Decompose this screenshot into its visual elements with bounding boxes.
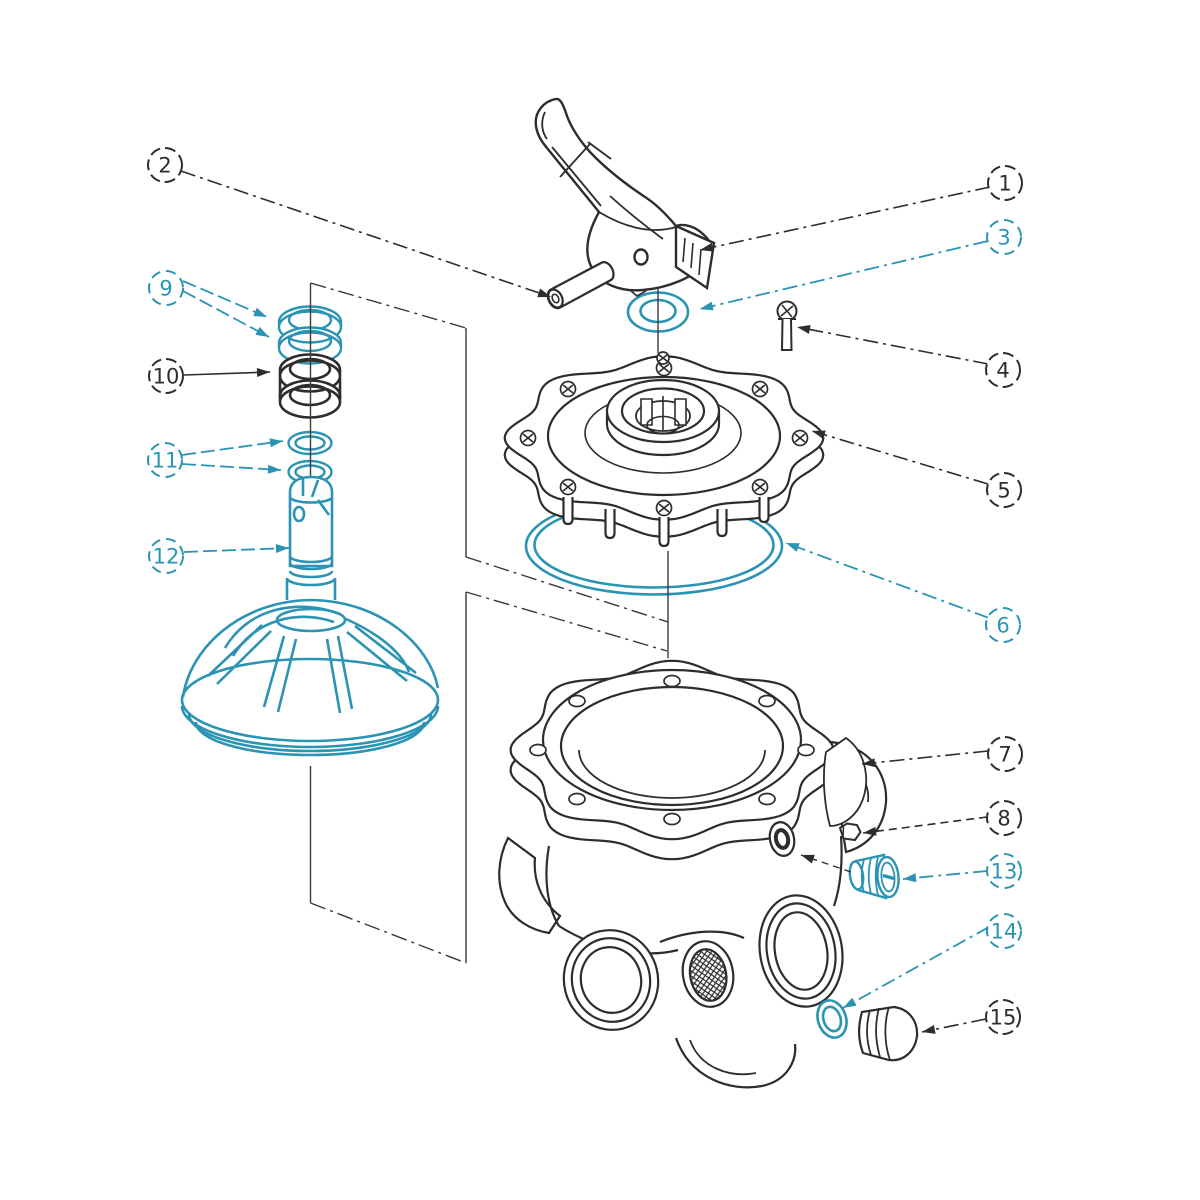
leader-6-arrowhead [786, 543, 800, 552]
leader-3-arrowhead [700, 301, 714, 311]
leader-9b-arrowhead [255, 326, 269, 337]
leader-3 [699, 240, 989, 310]
axis-jog-to-lid [465, 556, 669, 623]
leader-9a [182, 280, 268, 318]
leader-7 [861, 750, 989, 765]
axis-jog-top [310, 282, 467, 329]
leader-11a-arrowhead [269, 438, 283, 448]
callout-15: 15 [985, 999, 1021, 1035]
axis-jog-bottom [310, 902, 467, 964]
svg-text:6: 6 [996, 614, 1009, 638]
callout-1: 1 [987, 165, 1023, 201]
svg-text:2: 2 [158, 154, 171, 178]
part-rotor [180, 475, 440, 757]
leader-2 [180, 170, 552, 298]
part-nut [838, 822, 862, 842]
leader-8-arrowhead [863, 826, 877, 836]
leader-9a-arrowhead [253, 307, 267, 317]
leader-14 [842, 926, 990, 1009]
callout-13: 13 [986, 853, 1022, 889]
callouts: 1 2 3 4 5 6 7 8 9 10 11 12 13 14 15 [147, 147, 1023, 1035]
leader-15-arrowhead [922, 1025, 936, 1034]
svg-text:7: 7 [998, 743, 1011, 767]
lid-screws [519, 351, 809, 517]
leader-11a [181, 440, 284, 456]
body-screw-holes [529, 674, 815, 826]
leader-5 [811, 430, 989, 485]
svg-text:1: 1 [998, 172, 1011, 196]
part-handle [534, 97, 716, 297]
leader-6 [785, 542, 990, 619]
svg-text:12: 12 [153, 545, 180, 569]
part-drain-plug [848, 853, 900, 900]
part-plug-gasket [816, 999, 848, 1039]
drain-plug-insert-line [800, 854, 852, 873]
leader-11b [181, 463, 282, 471]
callout-6: 6 [985, 607, 1021, 643]
callout-9: 9 [148, 270, 184, 306]
leader-1 [699, 186, 991, 251]
leader-11b-arrowhead [267, 464, 281, 474]
leader-9b [182, 290, 270, 338]
svg-text:5: 5 [997, 479, 1010, 503]
callout-14: 14 [986, 913, 1022, 949]
part-lid-screw [776, 300, 798, 351]
part-pivot-pin [546, 261, 615, 310]
drain-plug-insert-line-arrowhead [801, 854, 815, 864]
callout-11: 11 [147, 442, 183, 478]
svg-text:14: 14 [991, 920, 1018, 944]
leader-13-arrowhead [903, 873, 917, 883]
callout-5: 5 [986, 472, 1022, 508]
svg-text:9: 9 [159, 277, 172, 301]
svg-text:10: 10 [153, 365, 180, 389]
svg-text:8: 8 [997, 807, 1010, 831]
svg-text:15: 15 [990, 1006, 1017, 1030]
svg-text:13: 13 [991, 860, 1018, 884]
callout-8: 8 [986, 800, 1022, 836]
part-lid [503, 351, 825, 548]
callout-7: 7 [987, 736, 1023, 772]
part-lip-seals [277, 305, 343, 365]
leader-4-arrowhead [797, 325, 811, 334]
leader-14-arrowhead [843, 997, 857, 1008]
callout-2: 2 [147, 147, 183, 183]
leader-lines [180, 170, 991, 1034]
callout-4: 4 [985, 352, 1021, 388]
axis-jog-to-body [465, 591, 668, 652]
leader-12-arrowhead [275, 543, 289, 553]
svg-text:11: 11 [152, 449, 179, 473]
leader-10-arrowhead [256, 367, 270, 377]
leader-2-arrowhead [537, 288, 551, 298]
leader-1-arrowhead [700, 242, 714, 252]
svg-text:4: 4 [996, 359, 1009, 383]
part-valve-body [498, 659, 888, 1089]
callout-10: 10 [148, 358, 184, 394]
leader-10 [183, 371, 271, 376]
svg-text:3: 3 [997, 226, 1010, 250]
part-threaded-plug [858, 1005, 919, 1062]
leader-4 [796, 326, 989, 365]
leader-15 [921, 1018, 987, 1033]
leader-8 [862, 816, 988, 834]
lid-studs [562, 497, 770, 548]
callout-3: 3 [986, 219, 1022, 255]
leader-7-arrowhead [862, 758, 876, 768]
leader-5-arrowhead [812, 430, 826, 440]
leader-12 [183, 547, 290, 553]
callout-12: 12 [148, 538, 184, 574]
